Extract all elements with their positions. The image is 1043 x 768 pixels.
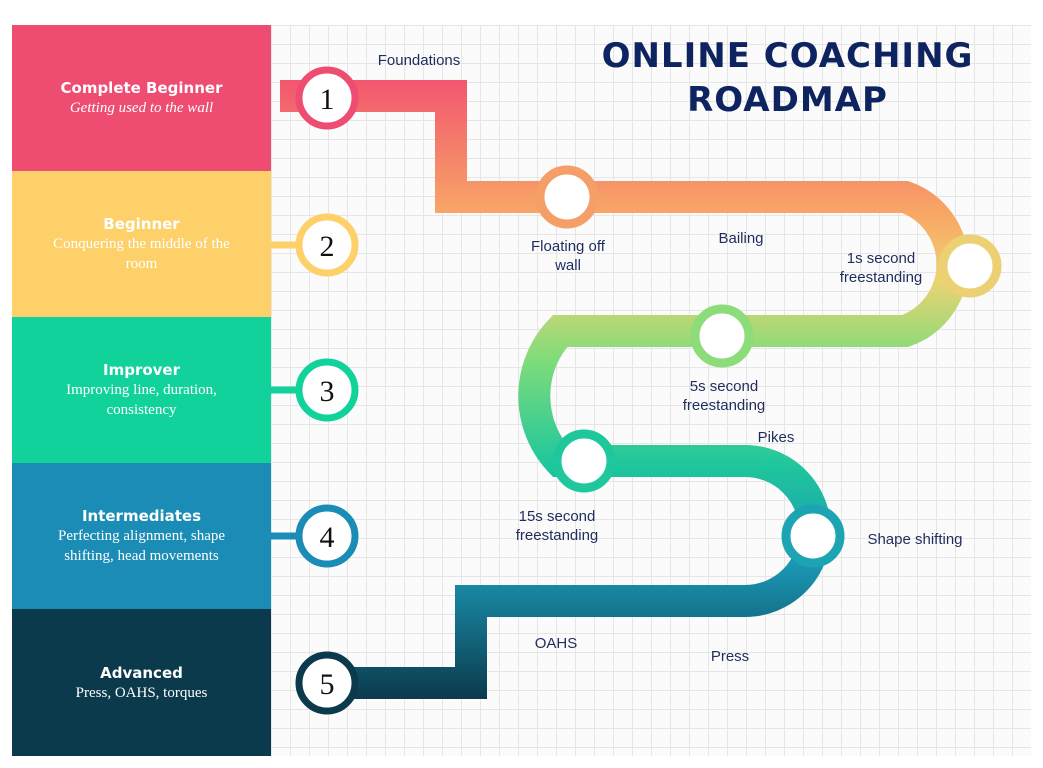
milestone-label-15s-2: freestanding: [516, 527, 599, 544]
milestone-label-1s: 1s second: [847, 250, 915, 267]
milestone-label-pikes: Pikes: [758, 429, 795, 446]
stage-number: 1: [320, 83, 335, 116]
stage-complete-beginner: Complete Beginner Getting used to the wa…: [12, 25, 271, 171]
stage-improver: Improver Improving line, duration, consi…: [12, 317, 271, 463]
stage-title: Advanced: [100, 663, 183, 682]
page-title: ONLINE COACHING ROADMAP: [560, 34, 1015, 122]
roadmap-path: [280, 80, 969, 699]
page-title-line-1: ONLINE COACHING: [601, 36, 974, 76]
stage-marker-1: 1: [295, 66, 359, 130]
milestone-node: [690, 304, 754, 368]
stage-marker-2: 2: [295, 213, 359, 277]
stage-number: 2: [320, 230, 335, 263]
milestone-label-5s-2: freestanding: [683, 397, 766, 414]
stage-marker-3: 3: [295, 358, 359, 422]
milestone-label-15s: 15s second: [519, 508, 596, 525]
stage-panel: Complete Beginner Getting used to the wa…: [12, 25, 271, 756]
stage-intermediates: Intermediates Perfecting alignment, shap…: [12, 463, 271, 609]
stage-subtitle: Perfecting alignment, shape shifting, he…: [57, 528, 226, 564]
milestone-label-press: Press: [711, 648, 749, 665]
stage-beginner: Beginner Conquering the middle of the ro…: [12, 171, 271, 317]
milestone-label-shape-shifting: Shape shifting: [867, 531, 962, 548]
milestone-node: [781, 504, 845, 568]
stage-subtitle: Conquering the middle of the room: [53, 236, 230, 272]
milestone-node: [938, 234, 1002, 298]
stage-subtitle: Press, OAHS, torques: [75, 684, 208, 701]
stage-title: Beginner: [103, 215, 180, 233]
page-title-line-2: ROADMAP: [687, 80, 888, 120]
milestone-label-foundations: Foundations: [378, 52, 461, 69]
stage-number: 5: [320, 668, 335, 701]
milestone-label-floating-off-wall-2: wall: [554, 257, 581, 274]
stage-number: 3: [320, 375, 335, 408]
stage-marker-4: 4: [295, 504, 359, 568]
stage-advanced: Advanced Press, OAHS, torques: [12, 609, 271, 756]
stage-title: Complete Beginner: [60, 79, 223, 97]
milestone-label-oahs: OAHS: [535, 635, 578, 652]
milestone-label-floating-off-wall: Floating off: [531, 238, 606, 255]
stage-marker-5: 5: [295, 651, 359, 715]
milestone-label-5s: 5s second: [690, 378, 758, 395]
stage-title: Improver: [103, 361, 180, 379]
stage-subtitle: Improving line, duration, consistency: [66, 382, 217, 418]
stage-title: Intermediates: [81, 507, 202, 525]
milestone-label-bailing: Bailing: [718, 230, 763, 247]
milestone-label-1s-2: freestanding: [840, 269, 923, 286]
grid-background: [271, 25, 1031, 756]
milestone-node: [535, 165, 599, 229]
stage-number: 4: [320, 521, 335, 554]
stage-subtitle: Getting used to the wall: [69, 100, 214, 116]
milestone-node: [552, 429, 616, 493]
